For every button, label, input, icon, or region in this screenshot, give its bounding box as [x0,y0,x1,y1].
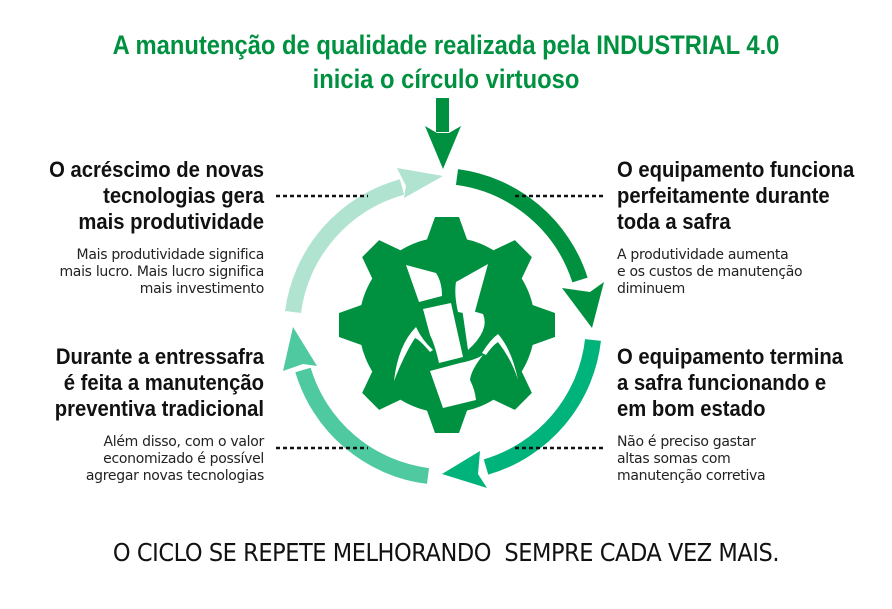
down-arrow-icon [425,98,461,169]
step-heading: O equipamento funciona perfeitamente dur… [617,157,855,234]
step-body: A produtividade aumenta e os custos de m… [617,247,803,297]
cycle-arrow-top-left [285,168,443,314]
cycle-arrow-bottom-right [442,339,601,488]
step-body: Além disso, com o valor economizado é po… [85,434,264,484]
step-body: Não é preciso gastar altas somas com man… [617,434,766,484]
page-title: A manutenção de qualidade realizada pela… [54,28,839,96]
title-line-1: A manutenção de qualidade realizada pela… [112,30,780,60]
step-heading: O equipamento termina a safra funcionand… [617,344,844,421]
cycle-arrow-bottom-left [283,327,430,484]
title-line-2: inicia o círculo virtuoso [312,64,580,94]
step-heading: O acréscimo de novas tecnologias gera ma… [49,157,265,234]
cycle-arrow-top-right [455,169,604,328]
step-bottom-right: O equipamento termina a safra funcionand… [617,344,892,485]
step-heading: Durante a entressafra é feita a manutenç… [54,344,265,421]
step-bottom-left: Durante a entressafra é feita a manutenç… [0,344,265,485]
step-top-left: O acréscimo de novas tecnologias gera ma… [0,157,264,298]
footer-caption: O CICLO SE REPETE MELHORANDO SEMPRE CADA… [112,538,780,567]
leader-lines [276,194,606,450]
step-body: Mais produtividade significa mais lucro.… [59,247,264,297]
gear-with-plant-icon [339,217,555,433]
step-top-right: O equipamento funciona perfeitamente dur… [617,157,892,298]
